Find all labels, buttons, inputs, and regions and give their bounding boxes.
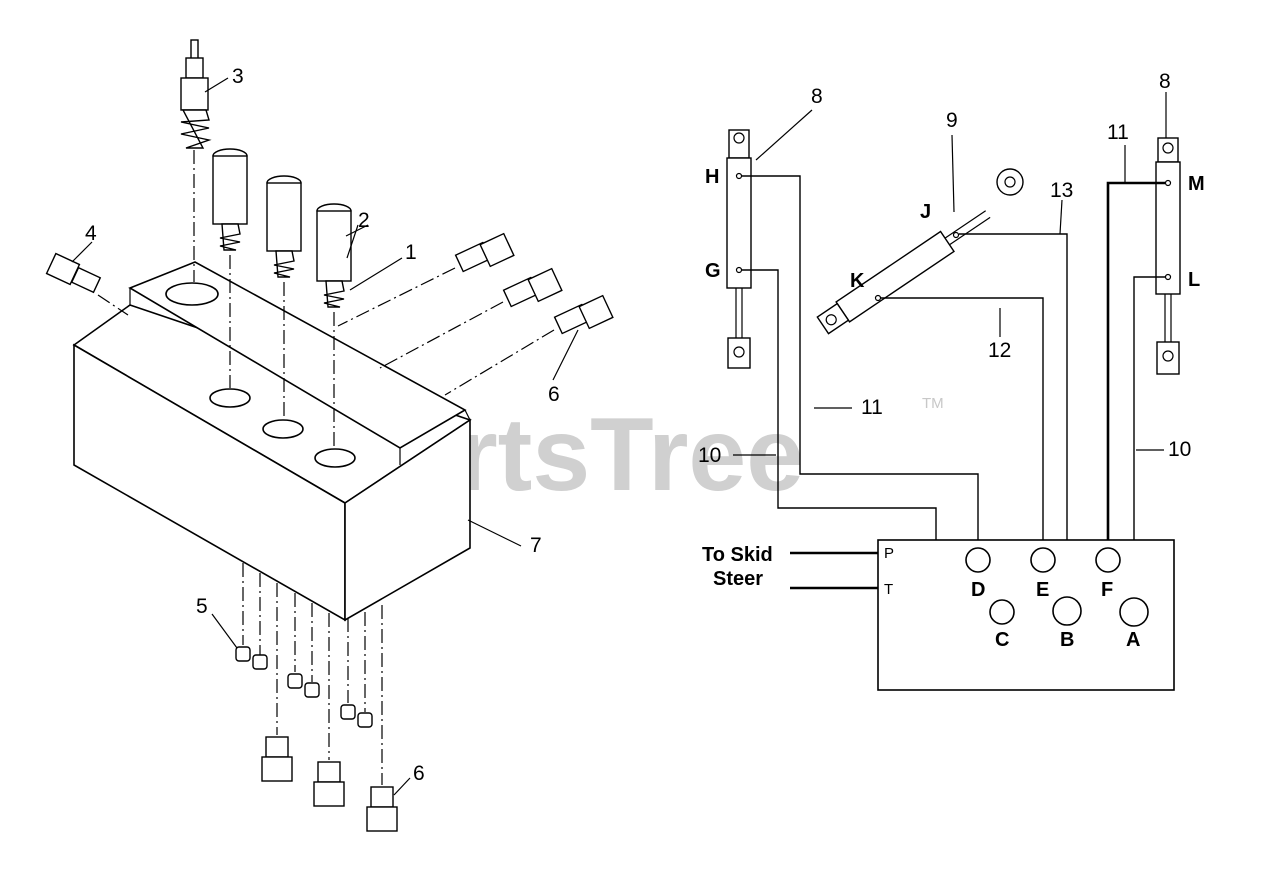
top-port-2 (209, 388, 251, 408)
port-d-label: D (971, 579, 985, 601)
callout-5: 5 (196, 595, 208, 618)
port-p-label: P (884, 545, 894, 562)
block-side-face (344, 418, 471, 622)
port-f-label: F (1101, 579, 1113, 601)
coupler-3 (316, 203, 352, 450)
hose-L-to-A (1133, 276, 1165, 598)
hose-H-to-D (742, 175, 979, 548)
valve-block (72, 261, 472, 622)
side-fitting-1 (337, 232, 515, 327)
port-c-label: C (995, 629, 1009, 651)
port-f (1095, 547, 1121, 573)
side-fitting-3 (444, 294, 614, 396)
callout-8-right: 8 (1159, 70, 1171, 93)
coupler-2 (266, 175, 302, 420)
hose-M-to-F (1106, 181, 1165, 548)
callout-7: 7 (530, 534, 542, 557)
hydraulic-schematic: To Skid Steer P T D E F C B A H G J K M … (698, 70, 1205, 691)
top-port-3 (262, 419, 304, 439)
callout-13: 13 (1050, 179, 1073, 202)
bottom-fitting-2 (313, 761, 345, 807)
port-d (965, 547, 991, 573)
callout-10-right: 10 (1168, 438, 1191, 461)
port-t-label: T (884, 581, 893, 598)
callout-1: 1 (405, 241, 417, 264)
check-valve-springs (235, 646, 373, 728)
top-port-4 (314, 448, 356, 468)
callout-4: 4 (85, 222, 97, 245)
port-m-label: M (1188, 173, 1205, 195)
callout-8-left: 8 (811, 85, 823, 108)
cylinder-diagonal (816, 210, 991, 335)
hoses (742, 175, 1165, 613)
bottom-fitting-3 (366, 786, 398, 832)
part-2-couplers (212, 148, 352, 450)
port-b (1052, 596, 1082, 626)
left-callout-leaders (71, 77, 579, 796)
callout-6-bottom: 6 (413, 762, 425, 785)
port-c (989, 599, 1015, 625)
port-j-label: J (920, 201, 931, 223)
side-fitting-2 (379, 267, 563, 369)
port-b-label: B (1060, 629, 1074, 651)
port-h-label: H (705, 166, 719, 188)
callout-11-mid: 11 (861, 396, 883, 419)
port-k-label: K (850, 270, 865, 292)
port-g-label: G (705, 260, 721, 282)
hose-J-to-B (959, 233, 1068, 597)
control-valve: To Skid Steer P T D E F C B A (702, 539, 1175, 691)
port-a (1119, 597, 1149, 627)
cylinder-right (1155, 137, 1181, 375)
right-callouts: 8 8 9 11 13 12 11 10 10 (698, 70, 1191, 467)
cylinder-port-labels: H G J K M L (705, 166, 1205, 292)
part-4-fitting (45, 252, 129, 316)
bottom-fitting-1 (261, 736, 293, 782)
callout-3: 3 (232, 65, 244, 88)
port-a-label: A (1126, 629, 1140, 651)
inlet-label-line2: Steer (713, 568, 763, 590)
bottom-fittings (235, 563, 398, 832)
part-3-fitting (180, 39, 212, 282)
port-e (1030, 547, 1056, 573)
callout-10-left: 10 (698, 444, 721, 467)
hose-K-to-E (881, 297, 1044, 548)
callout-11-top: 11 (1107, 121, 1129, 144)
port-e-label: E (1036, 579, 1049, 601)
top-port-1 (165, 282, 219, 306)
left-callouts: 3 2 1 4 6 7 5 6 (85, 65, 560, 785)
inlet-label-line1: To Skid (702, 544, 773, 566)
cylinder-diagonal-rod-eye (996, 168, 1024, 196)
callout-12: 12 (988, 339, 1011, 362)
callout-2: 2 (358, 209, 370, 232)
right-callout-leaders (733, 92, 1167, 456)
callout-9: 9 (946, 109, 958, 132)
side-fittings (45, 232, 614, 396)
watermark-trademark: TM (922, 395, 944, 412)
callout-6-side: 6 (548, 383, 560, 406)
cylinder-left (726, 129, 752, 369)
coupler-1 (212, 148, 248, 388)
valve-block-assembly: 3 2 1 4 6 7 5 6 (45, 39, 614, 832)
port-l-label: L (1188, 269, 1200, 291)
